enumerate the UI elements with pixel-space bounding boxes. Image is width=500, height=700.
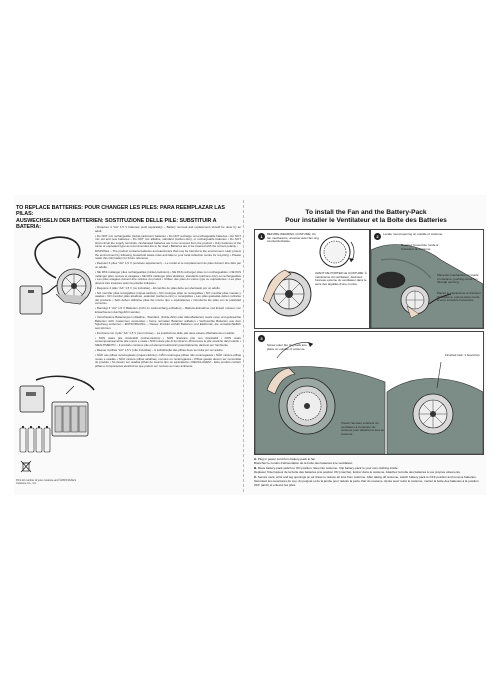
unscrew-fan-ring-illustration [262, 236, 355, 317]
finished-look-caption: Finished look: 1 board fan [445, 353, 480, 357]
fan-and-battery-pack-illustration [19, 236, 92, 315]
battery-compartment-illustration [19, 375, 95, 453]
install-fan-title: To install the Fan and the Battery-Pack … [250, 209, 482, 225]
fold-line [243, 200, 245, 492]
step-1-caption-en: BEFORE WEARING COSTUME: On fan mechanism… [267, 232, 319, 244]
costume-opening-illustration [371, 244, 483, 328]
step-2-caption-fr: Repérez l'ouverture ronde à l'extérieur … [401, 243, 439, 251]
title-line-2: AUSWECHSELN DER BATTERIEN: SOSTITUZIONE … [16, 217, 217, 231]
step-3-caption-en: Screw outer fan ring back into place on … [267, 343, 307, 351]
title-english: To install the Fan and the Battery-Pack [305, 209, 427, 216]
warning-paragraph: • NE PAS mélanger piles rechargeables (n… [95, 270, 241, 285]
warning-paragraph: • Requires 4 "AA" 1.5 V batteries (sold … [95, 226, 241, 233]
warning-paragraph: • Benötigt 4 "AA" 1,5 V Batterien (nicht… [95, 306, 241, 314]
step-2-caption-inside: Place fan mechanism on inside of costume… [437, 273, 479, 285]
warning-paragraph: • NON usare pile ricaricabili (nichel-ca… [95, 335, 241, 347]
screw-ring-back-illustration [255, 342, 483, 454]
step-2-panel: 2 Locate round opening on outside of cos… [370, 229, 484, 329]
warning-paragraph: • NÃO use pilhas recarregáveis (níquel-c… [95, 352, 241, 368]
instruction-b: B. Move battery-pack switch to ON positi… [254, 465, 461, 474]
warning-paragraph: • NO mezclar pilas recargables (níquel-c… [95, 290, 241, 306]
step-1-panel: 1 BEFORE WEARING COSTUME: On fan mechani… [254, 229, 370, 329]
warning-paragraph: • Requer 4 pilhas "AA" 1,5 V (não incluí… [95, 347, 224, 352]
warning-paragraph: DISPOSAL – The product contains batterie… [95, 249, 241, 261]
title-french: Pour installer le Ventilateur et la Boît… [285, 216, 447, 224]
warning-paragraph: • Funziona con 4 pile "AA" 1,5 V (non in… [95, 330, 236, 335]
step-3-panel: 3 Screw outer fan ring back into place o… [254, 331, 484, 455]
step-2-caption-en: Locate round opening on outside of costu… [383, 232, 444, 236]
step-2-caption-inside-fr: Placez le mécanisme à l'intérieur du cos… [437, 291, 481, 303]
final-instructions: A. Plug in power cord from battery-pack … [254, 457, 480, 489]
step-3-caption-fr: Vissez l'anneau extérieur du ventilateur… [341, 421, 385, 437]
battery-warnings-text: • Requires 4 "AA" 1.5 V batteries (sold … [95, 226, 241, 454]
warning-paragraph: • Do NOT mix rechargeable (nickel-cadmiu… [95, 233, 241, 249]
crossed-out-bin-icon [20, 460, 32, 473]
step-1-number: 1 [258, 233, 265, 240]
warning-paragraph: • Requiert 4 piles "AA" 1,5 V (vendues s… [95, 261, 241, 269]
step-1-caption-fr: AVANT DE PORTER LE COSTUME: À mécanisme … [315, 271, 367, 287]
step-3-number: 3 [258, 335, 265, 342]
instruction-a: A. Plug in power cord from battery-pack … [254, 457, 353, 465]
instruction-c: C. Secure neck, wrist and leg openings o… [254, 474, 479, 487]
warning-paragraph: • Verschiedene Batterietypen (Alkaline-,… [95, 315, 241, 330]
step-2-number: 2 [374, 233, 381, 240]
warning-paragraph: • Requiere 4 pilas "AA" 1,5 V (no inclui… [95, 285, 221, 290]
battery-replacement-title: TO REPLACE BATTERIES: POUR CHANGER LES P… [16, 205, 241, 231]
copyright-footnote: Print lot number of your costume and ©20… [16, 479, 77, 486]
title-line-1: TO REPLACE BATTERIES: POUR CHANGER LES P… [16, 205, 225, 218]
